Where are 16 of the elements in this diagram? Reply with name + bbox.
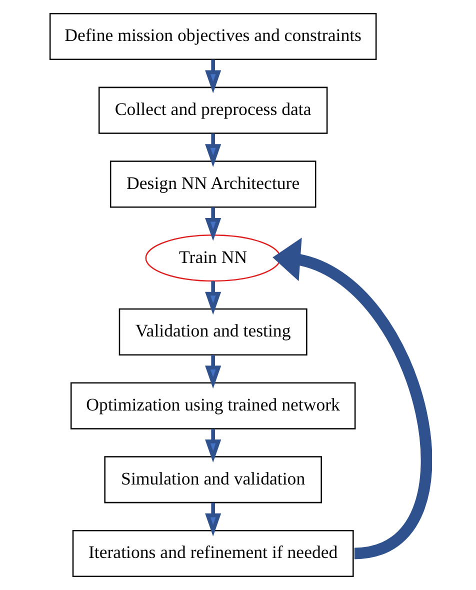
arrow xyxy=(204,355,221,389)
node-box: Define mission objectives and constraints xyxy=(48,12,376,60)
arrow xyxy=(204,133,221,168)
node-box: Simulation and validation xyxy=(104,456,322,504)
node-ellipse: Train NN xyxy=(144,234,280,282)
arrow xyxy=(204,60,221,94)
arrow xyxy=(204,502,221,536)
arrow xyxy=(204,207,221,241)
node-box: Validation and testing xyxy=(118,308,307,356)
arrow xyxy=(272,238,432,560)
arrow xyxy=(204,281,221,315)
node-box: Optimization using trained network xyxy=(70,382,356,430)
arrow xyxy=(204,428,221,462)
node-box: Design NN Architecture xyxy=(109,160,316,208)
node-box: Collect and preprocess data xyxy=(98,86,328,134)
node-box: Iterations and refinement if needed xyxy=(72,530,354,578)
